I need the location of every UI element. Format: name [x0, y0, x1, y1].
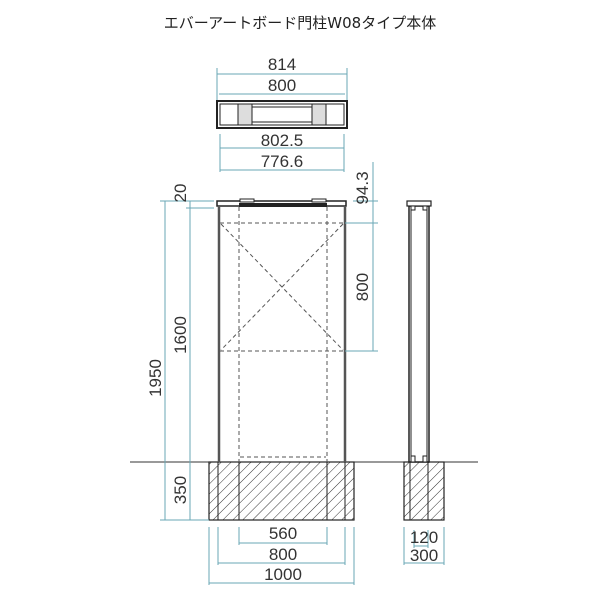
side-foundation: [403, 461, 445, 521]
dim-1600: 1600: [171, 316, 190, 354]
dim-560: 560: [269, 524, 297, 543]
dim-1950: 1950: [146, 359, 165, 397]
dim-776-6: 776.6: [261, 152, 304, 171]
drawing-title: エバーアートボード門柱W08タイプ本体: [164, 14, 436, 32]
dim-350: 350: [171, 476, 190, 504]
front-view: 20 1600 1950 350 94.3 800 560 800 1000: [130, 162, 478, 585]
side-post: [408, 205, 430, 463]
top-view-body: [216, 100, 348, 129]
dim-300: 300: [410, 546, 438, 565]
side-view: 120 300: [403, 200, 445, 565]
dim-800-top: 800: [268, 76, 296, 95]
dim-120: 120: [410, 528, 438, 547]
top-bracket-left: [237, 103, 253, 126]
panel-diagonal-2: [220, 223, 344, 351]
dim-20: 20: [171, 184, 190, 203]
dim-800-bottom: 800: [269, 545, 297, 564]
front-foundation: [208, 461, 355, 521]
top-view: 814 800 802.5 776.6: [216, 55, 348, 172]
dim-814: 814: [268, 55, 296, 74]
top-bracket-right: [311, 103, 327, 126]
side-cap: [406, 200, 432, 207]
dim-94-3: 94.3: [353, 171, 372, 204]
dim-802-5: 802.5: [261, 131, 304, 150]
dim-800-right: 800: [353, 273, 372, 301]
dim-1000: 1000: [264, 565, 302, 584]
